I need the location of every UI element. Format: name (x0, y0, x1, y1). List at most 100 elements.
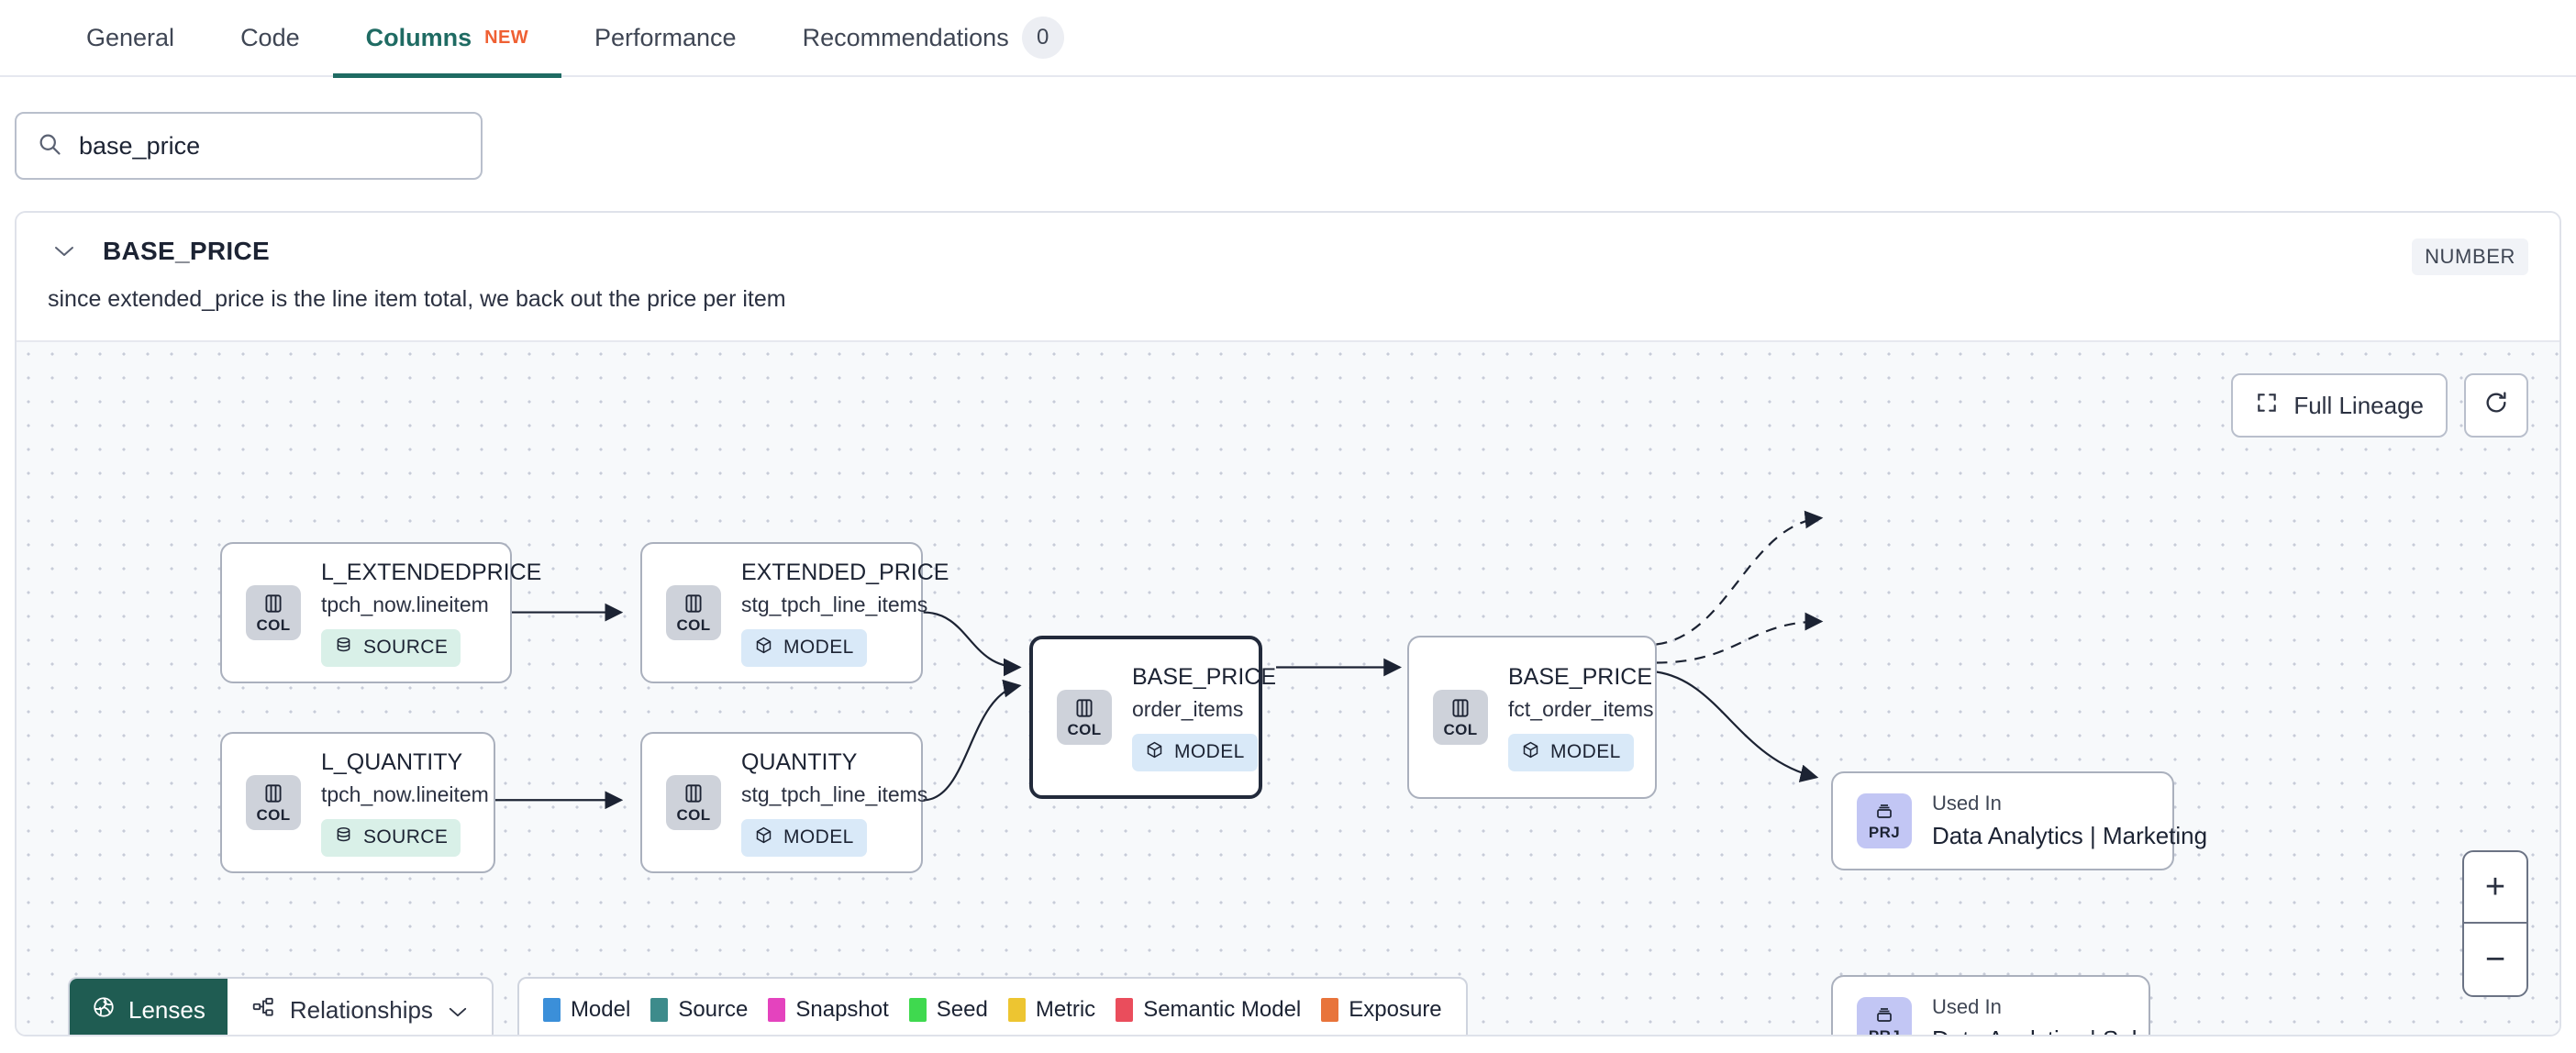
lineage-legend: Model Source Snapshot Seed Metric (516, 977, 1468, 1035)
node-kicker: Used In (1932, 995, 2002, 1018)
lineage-node-project-marketing[interactable]: PRJ Used In Data Analytics | Marketing (1831, 771, 2207, 870)
cube-icon (754, 636, 773, 660)
tab-label: Performance (594, 23, 737, 51)
node-subtitle: stg_tpch_line_items (741, 592, 928, 616)
legend-label: Snapshot (795, 997, 889, 1022)
node-type-pill: SOURCE (321, 628, 461, 667)
search-zone (0, 77, 2576, 211)
node-type-label: SOURCE (363, 826, 449, 848)
legend-item-model: Model (542, 997, 630, 1023)
project-icon: PRJ (1857, 997, 1912, 1036)
node-type-label: MODEL (783, 637, 854, 658)
node-title: L_EXTENDEDPRICE (321, 559, 542, 585)
node-kind-tag: COL (676, 615, 711, 634)
tab-label: Code (240, 23, 300, 51)
node-title: BASE_PRICE (1508, 663, 1653, 690)
node-subtitle: tpch_now.lineitem (321, 781, 489, 806)
node-type-pill: MODEL (741, 628, 867, 667)
tab-label: Columns (365, 23, 472, 51)
node-kind-tag: COL (1067, 720, 1102, 738)
lineage-node-l-extendedprice[interactable]: COL L_EXTENDEDPRICE tpch_now.lineitem SO… (220, 542, 541, 683)
legend-swatch (542, 998, 561, 1022)
node-title: BASE_PRICE (1132, 663, 1277, 690)
refresh-icon (2483, 390, 2509, 422)
tab-recommendations[interactable]: Recommendations 0 (770, 0, 1097, 76)
column-icon: COL (666, 585, 721, 640)
lineage-node-project-sales[interactable]: PRJ Used In Data Analytics | Sales (1831, 975, 2162, 1036)
node-kind-tag: COL (1443, 720, 1478, 738)
lineage-top-controls: Full Lineage (2231, 373, 2528, 438)
lineage-canvas[interactable]: COL L_EXTENDEDPRICE tpch_now.lineitem SO… (17, 340, 2559, 1036)
zoom-in-button[interactable]: + (2464, 852, 2526, 924)
column-icon: COL (246, 775, 301, 830)
lineage-node-base-price-order-items[interactable]: COL BASE_PRICE order_items MODEL (1029, 636, 1276, 799)
database-icon (334, 636, 353, 660)
refresh-button[interactable] (2464, 373, 2528, 438)
tab-columns[interactable]: Columns NEW (332, 0, 562, 78)
column-description: since extended_price is the line item to… (48, 286, 786, 312)
tab-label: General (86, 23, 175, 51)
legend-label: Source (678, 997, 749, 1022)
node-subtitle: tpch_now.lineitem (321, 592, 489, 616)
expand-icon (2255, 391, 2279, 421)
node-type-label: MODEL (783, 826, 854, 848)
lenses-label: Lenses (128, 995, 205, 1024)
node-type-pill: MODEL (1508, 733, 1634, 771)
search-box[interactable] (15, 112, 483, 180)
legend-swatch (768, 998, 786, 1022)
node-type-label: MODEL (1174, 741, 1245, 762)
node-kind-tag: COL (256, 615, 291, 634)
node-kind-tag: PRJ (1868, 823, 1901, 841)
lineage-node-base-price-fct-order-items[interactable]: COL BASE_PRICE fct_order_items MODEL (1407, 636, 1657, 799)
node-type-label: SOURCE (363, 637, 449, 658)
lineage-node-extended-price[interactable]: COL EXTENDED_PRICE stg_tpch_line_items M… (640, 542, 949, 683)
node-kicker: Used In (1932, 792, 2002, 815)
node-title: QUANTITY (741, 748, 858, 775)
hierarchy-icon (251, 995, 275, 1025)
legend-swatch (1007, 998, 1026, 1022)
project-glyph (1873, 1004, 1895, 1026)
full-lineage-button[interactable]: Full Lineage (2231, 373, 2448, 438)
node-type-pill: MODEL (1132, 733, 1258, 771)
column-header: BASE_PRICE NUMBER since extended_price i… (17, 213, 2559, 340)
column-icon: COL (666, 775, 721, 830)
legend-item-seed: Seed (908, 997, 988, 1023)
node-title: L_QUANTITY (321, 748, 463, 775)
lineage-bottom-bar: Lenses Relationships (68, 977, 1468, 1035)
column-detail-panel: BASE_PRICE NUMBER since extended_price i… (15, 211, 2561, 1036)
column-icon: COL (1057, 690, 1112, 745)
node-type-pill: SOURCE (321, 818, 461, 857)
relationships-dropdown[interactable]: Relationships (228, 979, 492, 1035)
search-input[interactable] (79, 131, 461, 161)
legend-label: Seed (936, 997, 988, 1022)
node-type-pill: MODEL (741, 818, 867, 857)
column-glyph (1072, 696, 1096, 720)
node-kind-tag: COL (676, 805, 711, 824)
node-subtitle: stg_tpch_line_items (741, 781, 928, 806)
zoom-out-button[interactable]: − (2484, 939, 2506, 979)
legend-item-source: Source (650, 997, 748, 1023)
lenses-relationships-group: Lenses Relationships (68, 977, 494, 1035)
node-title: EXTENDED_PRICE (741, 559, 949, 585)
lineage-node-quantity[interactable]: COL QUANTITY stg_tpch_line_items MODEL (640, 732, 927, 873)
column-glyph (1449, 696, 1472, 720)
tab-performance[interactable]: Performance (561, 0, 770, 76)
project-icon: PRJ (1857, 793, 1912, 848)
chevron-down-icon[interactable] (48, 238, 81, 265)
node-subtitle: fct_order_items (1508, 696, 1654, 721)
page-title: BASE_PRICE (103, 237, 270, 265)
tab-general[interactable]: General (53, 0, 207, 76)
tab-bar: General Code Columns NEW Performance Rec… (0, 0, 2576, 78)
full-lineage-label: Full Lineage (2293, 391, 2424, 419)
node-kind-tag: PRJ (1868, 1026, 1901, 1036)
lenses-button[interactable]: Lenses (70, 979, 228, 1035)
search-icon (37, 131, 62, 161)
node-project-name: Data Analytics | Sales (1932, 1025, 2162, 1035)
tab-code[interactable]: Code (207, 0, 333, 76)
legend-item-snapshot: Snapshot (768, 997, 889, 1023)
lineage-node-l-quantity[interactable]: COL L_QUANTITY tpch_now.lineitem SOURCE (220, 732, 495, 873)
relationships-label: Relationships (289, 995, 433, 1024)
node-kind-tag: COL (256, 805, 291, 824)
column-glyph (261, 592, 285, 615)
legend-swatch (650, 998, 669, 1022)
